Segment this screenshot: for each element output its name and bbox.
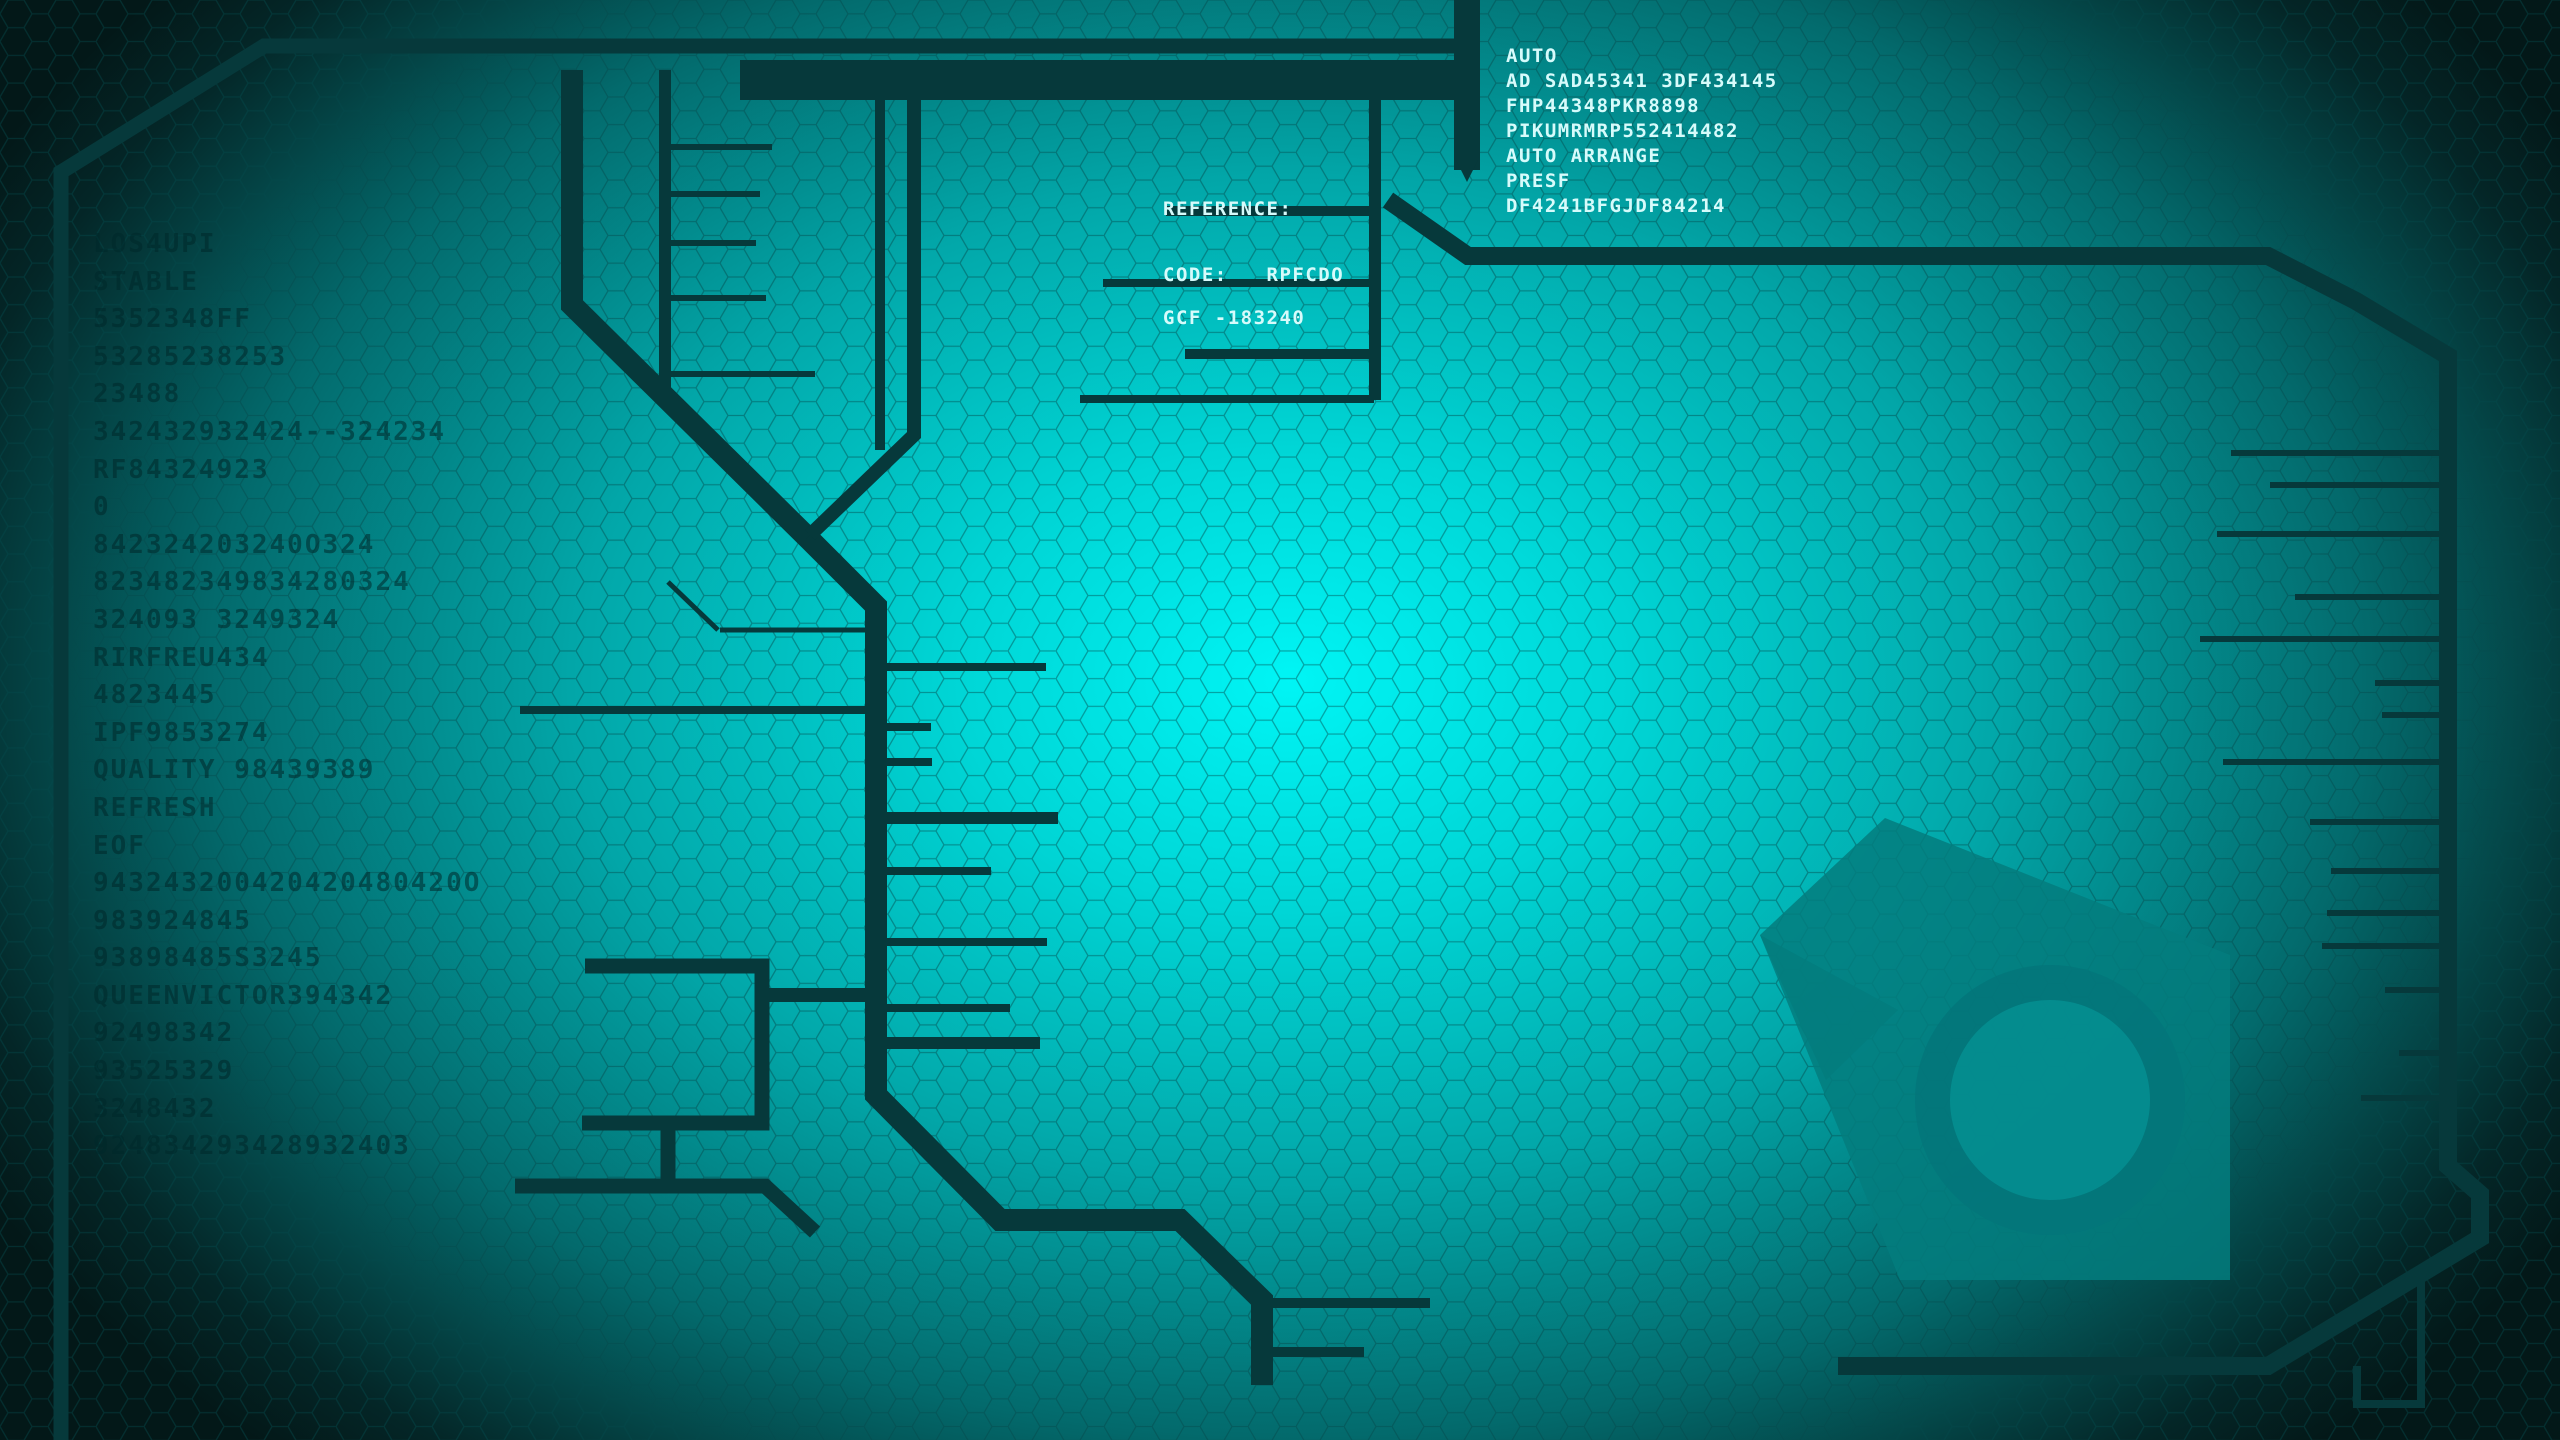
code-line: 5352348FF xyxy=(93,304,252,335)
status-line: AUTO ARRANGE xyxy=(1506,145,1662,167)
code-line: 983924845 xyxy=(93,905,252,936)
code-line: 823482349834280324 xyxy=(93,567,411,598)
code-line: 943243200420420480420O xyxy=(93,868,482,899)
status-line: PIKUMRMRP552414482 xyxy=(1506,120,1739,142)
code-line: IPF9853274 xyxy=(93,717,270,748)
code-line: 23488 xyxy=(93,379,182,410)
code-line: RIRFREU434 xyxy=(93,642,270,673)
status-line: AUTO xyxy=(1506,45,1558,67)
reference-code: CODE: RPFCDO xyxy=(1163,264,1345,286)
reference-block: REFERENCE: CODE: RPFCDO xyxy=(1163,154,1344,330)
gcf-readout: GCF -183240 xyxy=(1163,307,1306,329)
code-line: 92498342 xyxy=(93,1018,235,1049)
top-bar xyxy=(740,60,1480,100)
status-line: PRESF xyxy=(1506,170,1571,192)
code-line: 924834293428932403 xyxy=(93,1131,411,1162)
code-line: STABLE xyxy=(93,266,199,297)
code-line: QUALITY 98439389 xyxy=(93,755,376,786)
bracket xyxy=(582,958,770,1131)
code-line: 0 xyxy=(93,492,111,523)
code-line: REFRESH xyxy=(93,792,217,823)
code-line: LOS4UPI xyxy=(93,229,217,259)
code-line: 53285238253 xyxy=(93,341,288,372)
code-line: 93525329 xyxy=(93,1056,235,1087)
code-line: 342432932424--324234 xyxy=(93,416,447,447)
frame-right xyxy=(1382,192,2489,1375)
code-line: 324093 3249324 xyxy=(93,604,341,635)
code-line: 4823445 xyxy=(93,680,217,711)
status-line: FHP44348PKR8898 xyxy=(1506,95,1701,117)
funnel-left-outer xyxy=(561,70,1273,1385)
status-line: DF4241BFGJDF84214 xyxy=(1506,195,1726,217)
code-line: 842324203240O324 xyxy=(93,529,376,560)
code-line: QUEENVICTOR394342 xyxy=(93,980,394,1011)
lambda-emblem xyxy=(1760,818,2230,1280)
code-line: EOF xyxy=(93,830,146,861)
code-line: RF84324923 xyxy=(93,454,270,485)
funnel-right-outer xyxy=(805,100,921,541)
funnel-left-inner xyxy=(659,70,815,540)
frame-left xyxy=(53,38,1480,1440)
reference-label: REFERENCE: xyxy=(1163,198,1293,220)
status-line: AD SAD45341 3DF434145 xyxy=(1506,70,1778,92)
code-line: 3248432 xyxy=(93,1093,217,1124)
code-line: 93898485S3245 xyxy=(93,943,323,974)
left-code-column: LOS4UPI STABLE 5352348FF 53285238253 23488 34… xyxy=(93,226,481,1166)
